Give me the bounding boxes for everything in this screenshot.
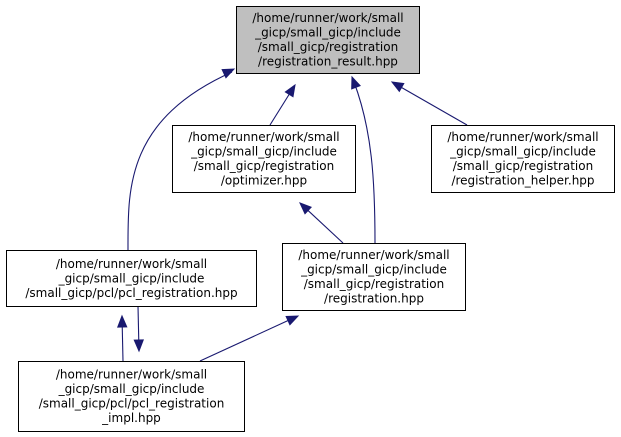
node-registration-result-label-line: _gicp/small_gicp/include bbox=[254, 26, 401, 40]
edge-pcl-registration-to-pcl-registration-impl-arrowhead bbox=[133, 339, 144, 353]
node-registration-result-label-line: /home/runner/work/small bbox=[252, 11, 403, 25]
node-registration-helper-label-line: /home/runner/work/small bbox=[447, 130, 598, 144]
nodes-layer: /home/runner/work/small_gicp/small_gicp/… bbox=[6, 6, 615, 432]
edge-optimizer-to-registration-result-arrowhead bbox=[284, 83, 296, 98]
node-optimizer-label-line: _gicp/small_gicp/include bbox=[190, 145, 337, 159]
node-pcl-registration-label-line: /home/runner/work/small bbox=[56, 257, 207, 271]
edge-registration-to-registration-result-line bbox=[353, 81, 376, 244]
node-registration-label-line: /home/runner/work/small bbox=[298, 248, 449, 262]
edge-registration-helper-to-registration-result-arrowhead bbox=[390, 81, 405, 93]
node-registration-label-line: /registration.hpp bbox=[324, 292, 424, 306]
node-registration-result-label-line: /small_gicp/registration bbox=[258, 40, 398, 54]
edges-layer bbox=[117, 68, 468, 362]
node-pcl-registration-box bbox=[6, 250, 257, 307]
edge-registration-to-optimizer-line bbox=[306, 209, 344, 244]
node-pcl-registration-impl-label-line: /home/runner/work/small bbox=[56, 368, 207, 382]
node-registration-helper-label-line: /small_gicp/registration bbox=[453, 159, 593, 173]
node-pcl-registration-label-line: /small_gicp/pcl/pcl_registration.hpp bbox=[25, 286, 237, 300]
node-optimizer[interactable]: /home/runner/work/small_gicp/small_gicp/… bbox=[172, 125, 356, 193]
node-pcl-registration-label-line: _gicp/small_gicp/include bbox=[58, 271, 205, 285]
node-pcl-registration-impl-label-line: /small_gicp/pcl/pcl_registration bbox=[39, 397, 225, 411]
node-registration-helper-box bbox=[431, 125, 615, 193]
edge-pcl-registration-to-pcl-registration-impl-line bbox=[137, 305, 140, 342]
edge-optimizer-to-registration-result-line bbox=[269, 93, 291, 126]
node-registration-result-box bbox=[236, 6, 420, 74]
edge-optimizer-to-registration-result bbox=[269, 83, 296, 126]
node-pcl-registration-impl-label-line: _impl.hpp bbox=[101, 411, 161, 425]
node-registration-label-line: _gicp/small_gicp/include bbox=[300, 263, 447, 277]
edge-pcl-registration-to-registration-result bbox=[127, 68, 236, 251]
edge-pcl-registration-impl-to-registration bbox=[199, 315, 300, 362]
node-registration-label-line: /small_gicp/registration bbox=[304, 277, 444, 291]
edge-registration-to-optimizer-arrowhead bbox=[299, 202, 312, 215]
node-optimizer-label-line: /small_gicp/registration bbox=[194, 159, 334, 173]
node-optimizer-label-line: /optimizer.hpp bbox=[221, 174, 307, 188]
edge-registration-to-registration-result-arrowhead bbox=[351, 75, 361, 90]
edge-pcl-registration-impl-to-pcl-registration bbox=[117, 314, 128, 362]
node-pcl-registration[interactable]: /home/runner/work/small_gicp/small_gicp/… bbox=[6, 250, 257, 307]
node-registration-helper-label-line: /registration_helper.hpp bbox=[451, 174, 594, 188]
node-registration[interactable]: /home/runner/work/small_gicp/small_gicp/… bbox=[282, 243, 466, 311]
edge-pcl-registration-impl-to-registration-line bbox=[199, 319, 290, 362]
edge-registration-to-registration-result bbox=[351, 75, 376, 244]
edge-registration-helper-to-registration-result-line bbox=[400, 86, 468, 126]
node-pcl-registration-impl[interactable]: /home/runner/work/small_gicp/small_gicp/… bbox=[18, 361, 245, 432]
edge-pcl-registration-to-registration-result-line bbox=[127, 71, 233, 251]
edge-registration-helper-to-registration-result bbox=[390, 81, 468, 126]
edge-pcl-registration-to-registration-result-arrowhead bbox=[221, 68, 236, 79]
node-registration-helper-label-line: _gicp/small_gicp/include bbox=[449, 145, 596, 159]
edge-pcl-registration-impl-to-pcl-registration-line bbox=[121, 325, 124, 362]
node-pcl-registration-impl-box bbox=[18, 361, 245, 432]
node-optimizer-box bbox=[172, 125, 356, 193]
node-registration-result[interactable]: /home/runner/work/small_gicp/small_gicp/… bbox=[236, 6, 420, 74]
node-registration-box bbox=[282, 243, 466, 311]
edge-pcl-registration-to-pcl-registration-impl bbox=[133, 305, 144, 353]
node-registration-result-label-line: /registration_result.hpp bbox=[258, 55, 398, 69]
edge-registration-to-optimizer bbox=[299, 202, 344, 244]
edge-pcl-registration-impl-to-registration-arrowhead bbox=[285, 315, 300, 326]
node-registration-helper[interactable]: /home/runner/work/small_gicp/small_gicp/… bbox=[431, 125, 615, 193]
node-pcl-registration-impl-label-line: _gicp/small_gicp/include bbox=[58, 382, 205, 396]
node-optimizer-label-line: /home/runner/work/small bbox=[188, 130, 339, 144]
edge-pcl-registration-impl-to-pcl-registration-arrowhead bbox=[117, 314, 128, 328]
